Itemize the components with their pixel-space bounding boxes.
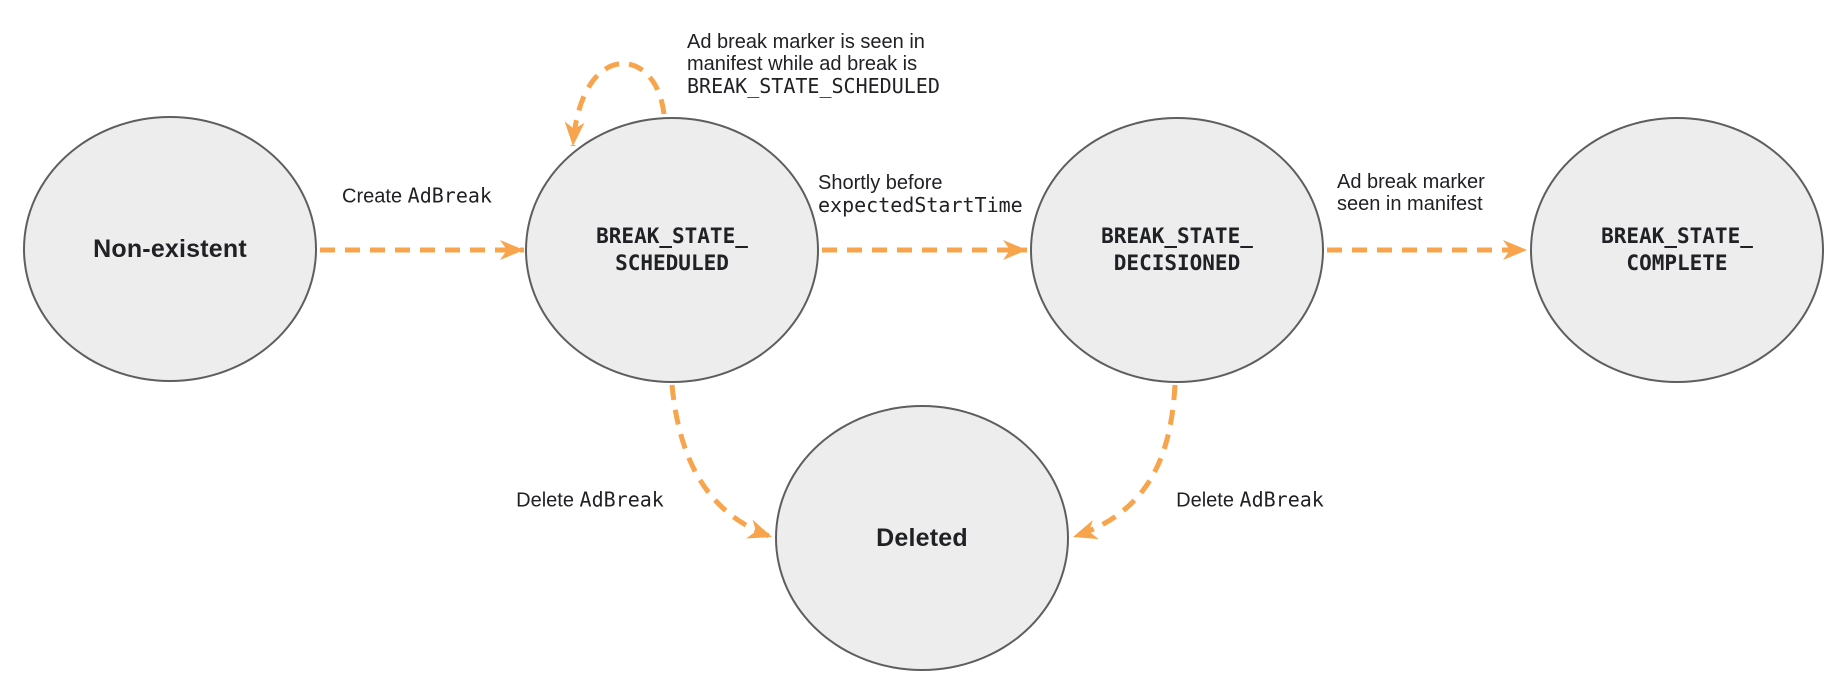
label-text: Create (342, 185, 408, 208)
state-deleted-label: Deleted (876, 523, 968, 552)
state-break-state-scheduled: BREAK_STATE_ SCHEDULED (525, 117, 819, 383)
state-label-line1: BREAK_STATE_ (1101, 224, 1253, 248)
label-code: AdBreak (1239, 487, 1324, 512)
label-code: expectedStartTime (818, 193, 1023, 217)
label-text: Delete (1176, 489, 1240, 512)
label-delete-adbreak-right: Delete AdBreak (1176, 489, 1324, 512)
arrow-self-loop-scheduled (564, 61, 667, 147)
arrow-decisioned-to-deleted (1072, 384, 1178, 540)
label-delete-adbreak-left: Delete AdBreak (516, 489, 664, 512)
label-code: BREAK_STATE_SCHEDULED (687, 74, 940, 98)
state-label-line2: COMPLETE (1626, 251, 1728, 275)
state-deleted: Deleted (775, 405, 1069, 671)
label-code: AdBreak (407, 183, 492, 208)
state-label-line1: BREAK_STATE_ (596, 224, 748, 248)
state-break-state-scheduled-label: BREAK_STATE_ SCHEDULED (596, 223, 748, 277)
state-non-existent-label: Non-existent (93, 234, 247, 263)
label-line1: Ad break marker (1337, 171, 1485, 193)
label-code: AdBreak (579, 487, 664, 512)
state-break-state-complete: BREAK_STATE_ COMPLETE (1530, 117, 1824, 383)
state-non-existent: Non-existent (23, 116, 317, 382)
label-text: Delete (516, 489, 580, 512)
state-break-state-decisioned: BREAK_STATE_ DECISIONED (1030, 117, 1324, 383)
state-label-line1: BREAK_STATE_ (1601, 224, 1753, 248)
label-marker-seen-in-manifest: Ad break marker seen in manifest (1337, 171, 1485, 215)
label-line1: Ad break marker is seen in (687, 31, 925, 53)
state-break-state-complete-label: BREAK_STATE_ COMPLETE (1601, 223, 1753, 277)
label-marker-seen-while-scheduled: Ad break marker is seen in manifest whil… (687, 31, 940, 97)
arrow-scheduled-to-deleted (669, 384, 773, 540)
label-line2: manifest while ad break is (687, 53, 918, 75)
state-label-line2: SCHEDULED (615, 251, 729, 275)
label-create-adbreak: Create AdBreak (342, 185, 492, 208)
state-label-line2: DECISIONED (1113, 251, 1241, 275)
label-shortly-before: Shortly before expectedStartTime (818, 172, 1023, 216)
state-break-state-decisioned-label: BREAK_STATE_ DECISIONED (1101, 223, 1253, 277)
label-line2: seen in manifest (1337, 193, 1483, 215)
label-text: Shortly before (818, 172, 943, 194)
